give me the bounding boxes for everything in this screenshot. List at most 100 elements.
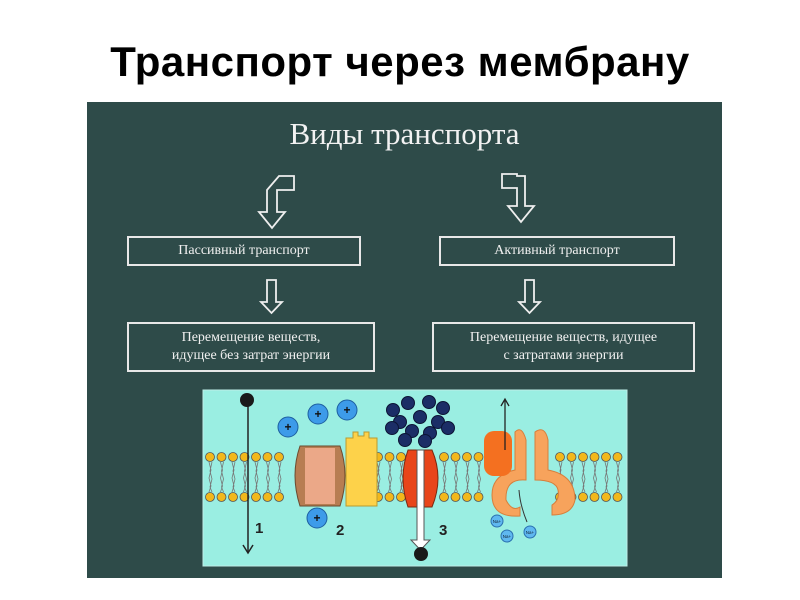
molecule: [436, 401, 450, 415]
lipid-tail: [266, 461, 270, 493]
plus-icon: +: [314, 407, 321, 421]
lipid-head: [251, 492, 261, 502]
sodium-ions: Na+ Na+ Na+: [490, 514, 537, 543]
cation-ion: [277, 416, 299, 438]
cation-ions: + + + +: [277, 399, 358, 529]
lipid-head: [589, 452, 600, 462]
lipid-head: [462, 452, 472, 462]
cation-ion: [336, 399, 358, 421]
channel-protein-yellow: [345, 431, 378, 507]
lipid-head: [601, 492, 611, 502]
lipid-head: [262, 452, 273, 462]
panel-title: Виды транспорта: [289, 116, 520, 151]
lipid-head: [612, 452, 623, 462]
down-arrow-left-icon: [258, 279, 285, 315]
active-description-line1: Перемещение веществ, идущее: [469, 330, 658, 345]
molecule-bottom: [414, 547, 428, 561]
lipid-head: [274, 492, 284, 502]
lipid-tail: [388, 461, 392, 493]
lipid-head: [384, 452, 395, 462]
lipid-head: [578, 492, 588, 502]
molecule: [401, 396, 415, 410]
active-transport-box: Активный транспорт: [439, 236, 675, 266]
plus-icon: +: [284, 420, 291, 434]
cation-ion: [307, 403, 329, 425]
sodium-ion: [500, 529, 514, 543]
lipid-head: [228, 492, 238, 502]
molecule: [385, 421, 399, 435]
lipid-head: [251, 452, 261, 462]
molecule: [441, 421, 455, 435]
lipid-tail: [277, 461, 282, 493]
sodium-ion-label: Na+: [493, 519, 502, 524]
molecule: [413, 410, 427, 424]
sodium-ion: [523, 525, 537, 539]
lipid-head: [439, 492, 449, 502]
lipid-head: [578, 452, 588, 462]
lipid-head: [228, 452, 238, 462]
bent-arrow-right-icon: [501, 173, 536, 224]
lipid-tail: [243, 461, 247, 493]
lipid-tail: [581, 461, 586, 493]
lipid-head: [205, 492, 215, 502]
lipid-tail: [616, 461, 620, 493]
plus-icon: +: [313, 511, 320, 525]
lipid-head: [205, 452, 215, 462]
passive-description-line1: Перемещение веществ,: [181, 330, 321, 345]
lipid-tail: [477, 461, 481, 493]
molecule-top: [240, 393, 254, 407]
lipid-tail: [465, 461, 470, 493]
passive-transport-box: Пассивный транспорт: [127, 236, 361, 266]
molecule: [386, 403, 400, 417]
lipid-tail: [442, 461, 447, 493]
label-1: 1: [255, 520, 263, 537]
lipid-head: [239, 492, 250, 502]
passive-description-line2: идущее без затрат энергии: [171, 348, 331, 363]
cation-ion: [306, 507, 328, 529]
lipid-tail: [604, 461, 609, 493]
diffusion-arrowhead-icon: [242, 544, 254, 555]
label-3: 3: [439, 522, 447, 539]
channel-protein-brown-inner: [305, 448, 335, 504]
lipid-head: [216, 452, 227, 462]
bent-arrow-left-icon: [257, 175, 295, 230]
pump-subunit: [484, 431, 512, 476]
lipid-head: [384, 492, 395, 502]
sodium-ion: [490, 514, 504, 528]
lipid-head: [589, 492, 600, 502]
lipid-tail: [220, 461, 224, 493]
lipid-head: [396, 452, 406, 462]
label-2: 2: [336, 522, 344, 539]
pump-protein-right: [534, 429, 576, 516]
plus-icon: +: [343, 403, 350, 417]
pump-in-arrow: [518, 489, 528, 523]
sodium-ion-label: Na+: [503, 534, 512, 539]
lipid-head: [262, 492, 273, 502]
passive-description-box: Перемещение веществ, идущее без затрат э…: [127, 322, 375, 372]
lipid-tail: [454, 461, 458, 493]
active-description-line2: с затратами энергии: [503, 348, 624, 363]
lipid-head: [473, 492, 484, 502]
lipid-head: [566, 452, 577, 462]
pump-out-arrowhead-icon: [500, 397, 510, 407]
slide-title: Транспорт через мембрану: [110, 38, 690, 85]
lipid-head: [216, 492, 227, 502]
molecule: [398, 433, 412, 447]
sodium-ion-label: Na+: [526, 530, 535, 535]
molecule-cluster: [385, 395, 455, 448]
lipid-head: [450, 452, 461, 462]
lipid-tail: [231, 461, 236, 493]
active-transport-label: Активный транспорт: [494, 243, 620, 258]
lipid-head: [473, 452, 484, 462]
down-arrow-right-icon: [516, 279, 543, 315]
facilitated-diffusion-arrow-icon: [409, 449, 432, 551]
molecule: [422, 395, 436, 409]
molecule: [418, 434, 432, 448]
lipid-head: [274, 452, 284, 462]
flow-arrows: [257, 173, 543, 315]
lipid-head: [439, 452, 449, 462]
lipid-head: [612, 492, 623, 502]
lipid-tail: [593, 461, 597, 493]
lipid-head: [239, 452, 250, 462]
